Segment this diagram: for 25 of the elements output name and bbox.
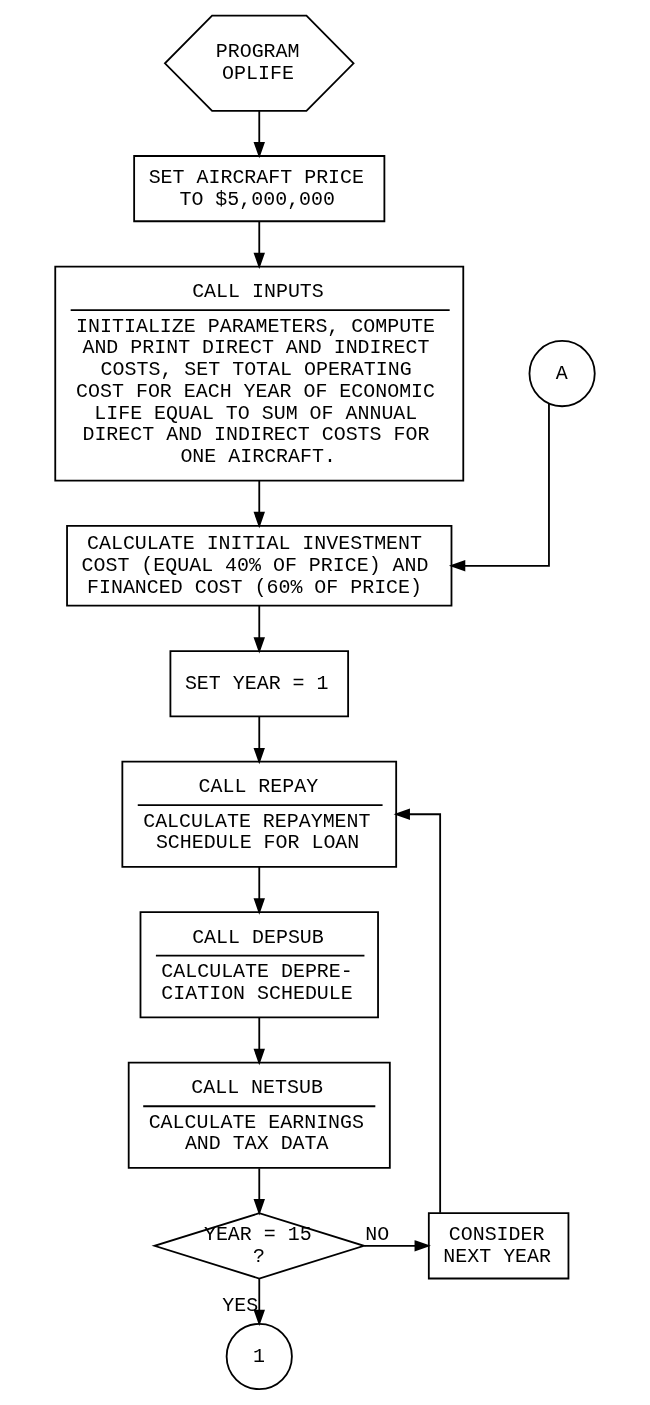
arrow [448, 402, 550, 572]
node-box: CALL REPAY CALCULATE REPAYMENT SCHEDULE FOR LOAN [121, 760, 398, 868]
arrow [393, 808, 442, 1214]
node-box: CALL DEPSUB CALCULATE DEPRE- CIATION SCHEDULE [139, 911, 379, 1019]
node-box: CALL NETSUB CALCULATE EARNINGS AND TAX DATA [127, 1061, 391, 1169]
arrow [253, 1167, 265, 1216]
node-circle: 1 [225, 1322, 293, 1391]
node-box: CALL INPUTS INITIALIZE PARAMETERS, COMPUTE AND PRINT DIRECT AND INDIRECT COSTS, SET TOTAL OPERATING COST FOR EACH YEAR OF ECONOMIC LIFE EQUAL TO SUM OF ANNUAL DIRECT AND INDIRECT COSTS FOR ONE AIRCRAFT. [54, 265, 465, 482]
arrow [253, 109, 265, 159]
edge-label: NO [365, 1223, 390, 1247]
node-circle: A [528, 340, 596, 408]
node-box: CALCULATE INITIAL INVESTMENT COST (EQUAL 40% OF PRICE) AND FINANCED COST (60% OF PRICE) [66, 525, 453, 607]
arrow [253, 1016, 265, 1066]
node-diamond: YEAR = 15 ? [151, 1212, 367, 1280]
node-box: SET AIRCRAFT PRICE TO $5,000,000 [133, 155, 386, 223]
arrow [253, 604, 265, 654]
arrow [363, 1240, 431, 1252]
arrow [253, 220, 265, 270]
arrow [253, 715, 265, 765]
edge-label: YES [222, 1293, 259, 1317]
node-box: SET YEAR = 1 [169, 650, 350, 718]
node-box: CONSIDER NEXT YEAR [427, 1212, 570, 1280]
arrow [253, 480, 265, 529]
arrow [253, 866, 265, 915]
arrow [253, 1278, 265, 1327]
